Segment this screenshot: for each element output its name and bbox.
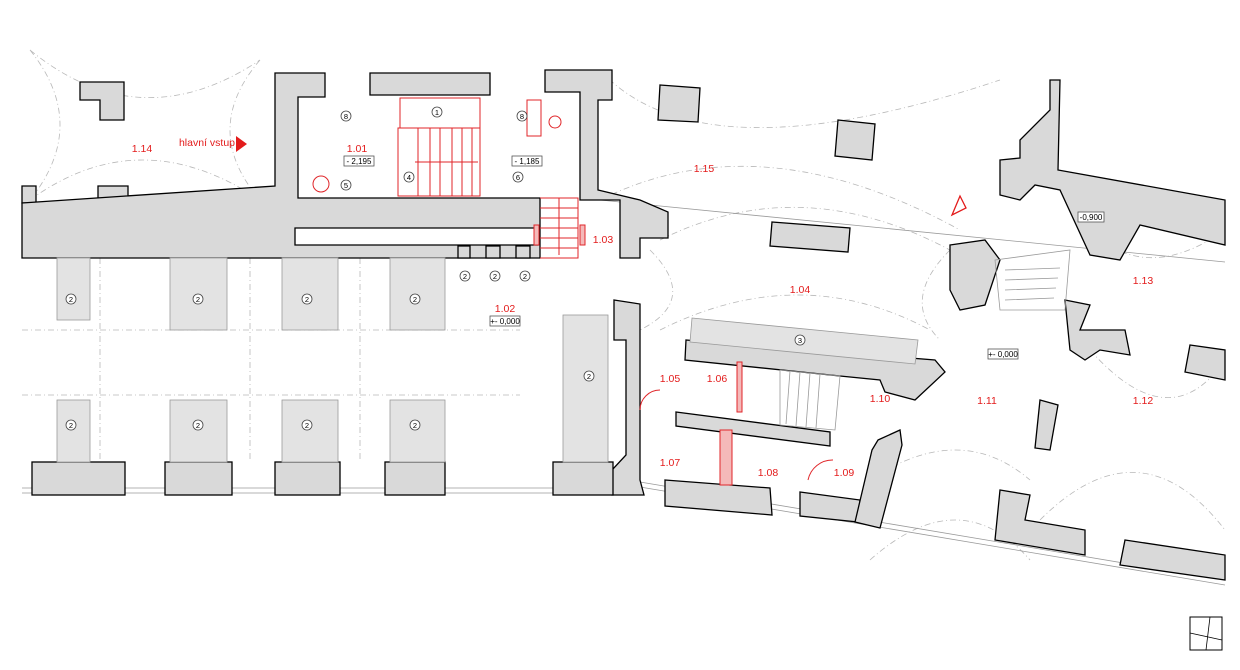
marker-2: 2 [459, 270, 471, 282]
svg-text:8: 8 [344, 112, 348, 121]
markers: 1 8 8 4 5 6 3 2 2 2 2 2 2 2 2 2 2 2 2 [65, 106, 806, 431]
room-label-1-07: 1.07 [660, 457, 681, 469]
svg-text:4: 4 [407, 173, 411, 182]
marker-8: 8 [340, 110, 352, 122]
room-label-1-04: 1.04 [790, 284, 811, 296]
svg-text:2: 2 [587, 372, 591, 381]
marker-5: 5 [340, 179, 352, 191]
room-label-1-08: 1.08 [758, 467, 779, 479]
svg-text:5: 5 [344, 181, 348, 190]
entrance-label: hlavní vstup [179, 137, 235, 149]
walls [21, 69, 1226, 581]
svg-text:2: 2 [196, 295, 200, 304]
level-tags: - 2,195 - 1,185 +- 0,000 +- 0,000 -0,900 [343, 155, 1105, 360]
marker-2: 2 [192, 293, 204, 305]
room-label-1-02: 1.02 [495, 303, 516, 315]
svg-text:2: 2 [413, 295, 417, 304]
room-label-1-06: 1.06 [707, 373, 728, 385]
marker-3: 3 [794, 334, 806, 346]
marker-2: 2 [301, 419, 313, 431]
stairs [312, 97, 1071, 486]
svg-text:2: 2 [69, 421, 73, 430]
marker-2: 2 [192, 419, 204, 431]
svg-text:3: 3 [798, 336, 802, 345]
svg-text:2: 2 [196, 421, 200, 430]
room-label-1-03: 1.03 [593, 234, 614, 246]
svg-text:2: 2 [305, 421, 309, 430]
marker-6: 6 [512, 171, 524, 183]
svg-text:2: 2 [305, 295, 309, 304]
key-plan-icon [1189, 616, 1223, 651]
level-tag: +- 0,000 [988, 350, 1018, 359]
north-arrow-icon [950, 194, 967, 217]
marker-2: 2 [409, 293, 421, 305]
entrance-arrow-icon [236, 136, 247, 152]
svg-text:6: 6 [516, 173, 520, 182]
room-label-1-05: 1.05 [660, 373, 681, 385]
room-label-1-09: 1.09 [834, 467, 855, 479]
room-label-1-15: 1.15 [694, 163, 715, 175]
marker-2: 2 [301, 293, 313, 305]
marker-2: 2 [489, 270, 501, 282]
level-tag: - 2,195 [347, 157, 372, 166]
room-label-1-11: 1.11 [977, 395, 997, 407]
marker-1: 1 [431, 106, 443, 118]
marker-2: 2 [65, 419, 77, 431]
svg-text:1: 1 [435, 108, 439, 117]
room-label-1-14: 1.14 [132, 143, 153, 155]
marker-8: 8 [516, 110, 528, 122]
svg-text:2: 2 [523, 272, 527, 281]
marker-4: 4 [403, 171, 415, 183]
room-label-1-10: 1.10 [870, 393, 891, 405]
room-labels: 1.01 1.02 1.03 1.04 1.05 1.06 1.07 1.08 … [132, 143, 1154, 479]
svg-text:8: 8 [520, 112, 524, 121]
level-tag: +- 0,000 [490, 317, 520, 326]
svg-text:2: 2 [463, 272, 467, 281]
svg-text:2: 2 [493, 272, 497, 281]
level-tag: -0,900 [1080, 213, 1103, 222]
room-label-1-13: 1.13 [1133, 275, 1154, 287]
room-label-1-01: 1.01 [347, 143, 368, 155]
svg-text:2: 2 [413, 421, 417, 430]
marker-2: 2 [409, 419, 421, 431]
marker-2: 2 [583, 370, 595, 382]
level-tag: - 1,185 [515, 157, 540, 166]
room-label-1-12: 1.12 [1133, 395, 1154, 407]
marker-2: 2 [519, 270, 531, 282]
svg-text:2: 2 [69, 295, 73, 304]
marker-2: 2 [65, 293, 77, 305]
